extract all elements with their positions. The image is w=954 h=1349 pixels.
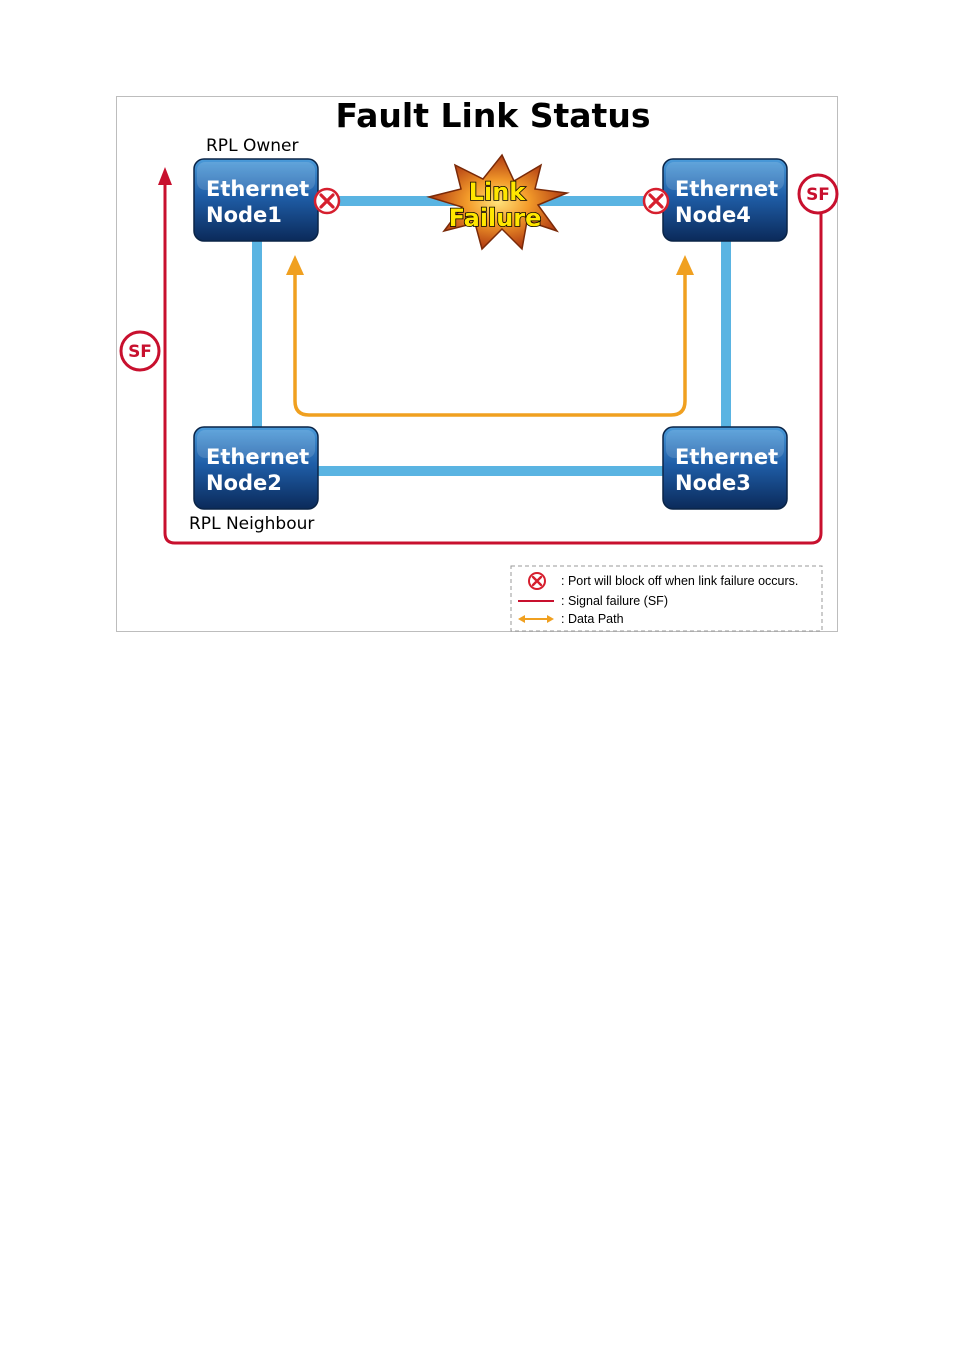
signal-failure-path <box>163 182 823 545</box>
rpl-neighbour-label: RPL Neighbour <box>189 514 314 534</box>
diagram-canvas: Fault Link Status Link Failure Ethernet … <box>119 96 839 632</box>
legend-blocked-port-icon <box>528 572 546 590</box>
sf-badge-right: SF <box>797 173 839 215</box>
data-path-arrowhead-left <box>286 255 304 275</box>
burst-label-line1: Link <box>469 178 527 206</box>
ethernet-node3: Ethernet Node3 <box>662 426 788 510</box>
burst-icon <box>426 153 570 251</box>
node3-gloss <box>666 430 784 458</box>
fault-link-status-diagram: Fault Link Status Link Failure Ethernet … <box>116 96 839 632</box>
sf-badge-left: SF <box>119 330 161 372</box>
link-failure-burst: Link Failure <box>426 153 570 251</box>
legend-data-path-arrow-icon <box>518 615 554 623</box>
node1-gloss <box>197 162 315 190</box>
node2-box <box>193 426 319 510</box>
node1-label-line1: Ethernet <box>206 177 309 201</box>
node4-label-line2: Node4 <box>675 203 751 227</box>
ethernet-node2: Ethernet Node2 <box>193 426 319 510</box>
node4-gloss <box>666 162 784 190</box>
legend-data-path-text: : Data Path <box>561 612 624 626</box>
node2-label-line2: Node2 <box>206 471 282 495</box>
ethernet-node1: Ethernet Node1 <box>193 158 319 242</box>
node1-label-line2: Node1 <box>206 203 282 227</box>
legend-blocked-port-text: : Port will block off when link failure … <box>561 574 798 588</box>
ethernet-node4: Ethernet Node4 <box>662 158 788 242</box>
node2-gloss <box>197 430 315 458</box>
node2-label-line1: Ethernet <box>206 445 309 469</box>
signal-failure-arrowhead <box>158 167 172 185</box>
rpl-owner-label: RPL Owner <box>206 136 298 156</box>
sf-badge-left-text: SF <box>128 342 152 362</box>
node3-label-line2: Node3 <box>675 471 751 495</box>
data-path <box>293 275 687 417</box>
burst-label-line2: Failure <box>449 204 542 232</box>
node3-box <box>662 426 788 510</box>
sf-badge-right-text: SF <box>806 185 830 205</box>
node3-label-line1: Ethernet <box>675 445 778 469</box>
node4-label-line1: Ethernet <box>675 177 778 201</box>
diagram-title: Fault Link Status <box>336 96 651 135</box>
legend-box <box>510 565 823 632</box>
legend: : Port will block off when link failure … <box>510 565 823 632</box>
blocked-port-node4-icon <box>642 187 670 215</box>
legend-signal-failure-text: : Signal failure (SF) <box>561 594 668 608</box>
data-path-arrowhead-right <box>676 255 694 275</box>
blocked-port-node1-icon <box>313 187 341 215</box>
